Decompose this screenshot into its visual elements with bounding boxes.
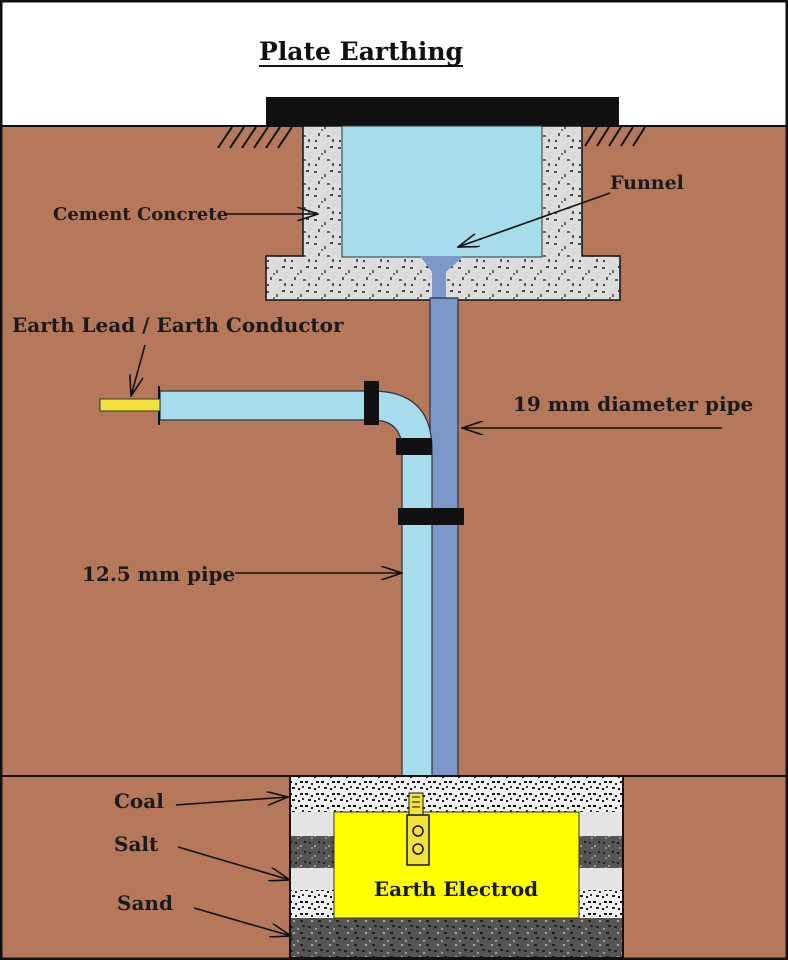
terminal-bolt-hole xyxy=(412,825,424,837)
arrow-coal xyxy=(175,797,288,806)
label-19mm-pipe: 19 mm diameter pipe xyxy=(513,392,753,416)
salt-block xyxy=(579,812,622,836)
coal-block xyxy=(291,890,334,918)
salt-block xyxy=(579,868,622,890)
salt-block xyxy=(291,812,334,836)
pipe-coupling-clamp xyxy=(364,381,379,425)
electrode-terminal-tab xyxy=(406,814,430,866)
label-earth-lead: Earth Lead / Earth Conductor xyxy=(12,313,344,337)
salt-block-dark xyxy=(579,836,622,868)
arrow-funnel xyxy=(458,192,611,247)
water-chamber xyxy=(341,125,543,258)
label-earth-electrode: Earth Electrod xyxy=(374,877,538,901)
earth-conductor-wire xyxy=(99,398,161,412)
earth-electrode-plate xyxy=(333,811,580,919)
arrow-earth-lead xyxy=(131,344,146,396)
funnel xyxy=(420,256,464,300)
pipe-clamp-lower xyxy=(398,508,464,525)
arrow-sand xyxy=(193,907,291,936)
label-sand: Sand xyxy=(117,891,173,915)
label-coal: Coal xyxy=(114,789,164,813)
ground-hatching xyxy=(217,126,646,149)
salt-block xyxy=(291,868,334,890)
cover-plate xyxy=(266,97,619,126)
pipe-12-5mm xyxy=(159,390,433,793)
label-cement-concrete: Cement Concrete xyxy=(53,204,228,225)
diagram-title: Plate Earthing xyxy=(259,37,463,66)
label-salt: Salt xyxy=(114,832,159,856)
electrode-connector-strip xyxy=(408,792,424,816)
pipe-19mm xyxy=(429,297,459,794)
pipe-clamp-upper xyxy=(396,438,432,455)
coal-block xyxy=(579,890,622,918)
arrow-salt xyxy=(177,846,290,880)
salt-block-dark xyxy=(291,836,334,868)
label-funnel: Funnel xyxy=(610,172,684,194)
label-12-5mm-pipe: 12.5 mm pipe xyxy=(82,562,235,586)
sand-layer xyxy=(291,918,622,957)
terminal-bolt-hole xyxy=(412,843,424,855)
coal-layer xyxy=(291,777,622,812)
